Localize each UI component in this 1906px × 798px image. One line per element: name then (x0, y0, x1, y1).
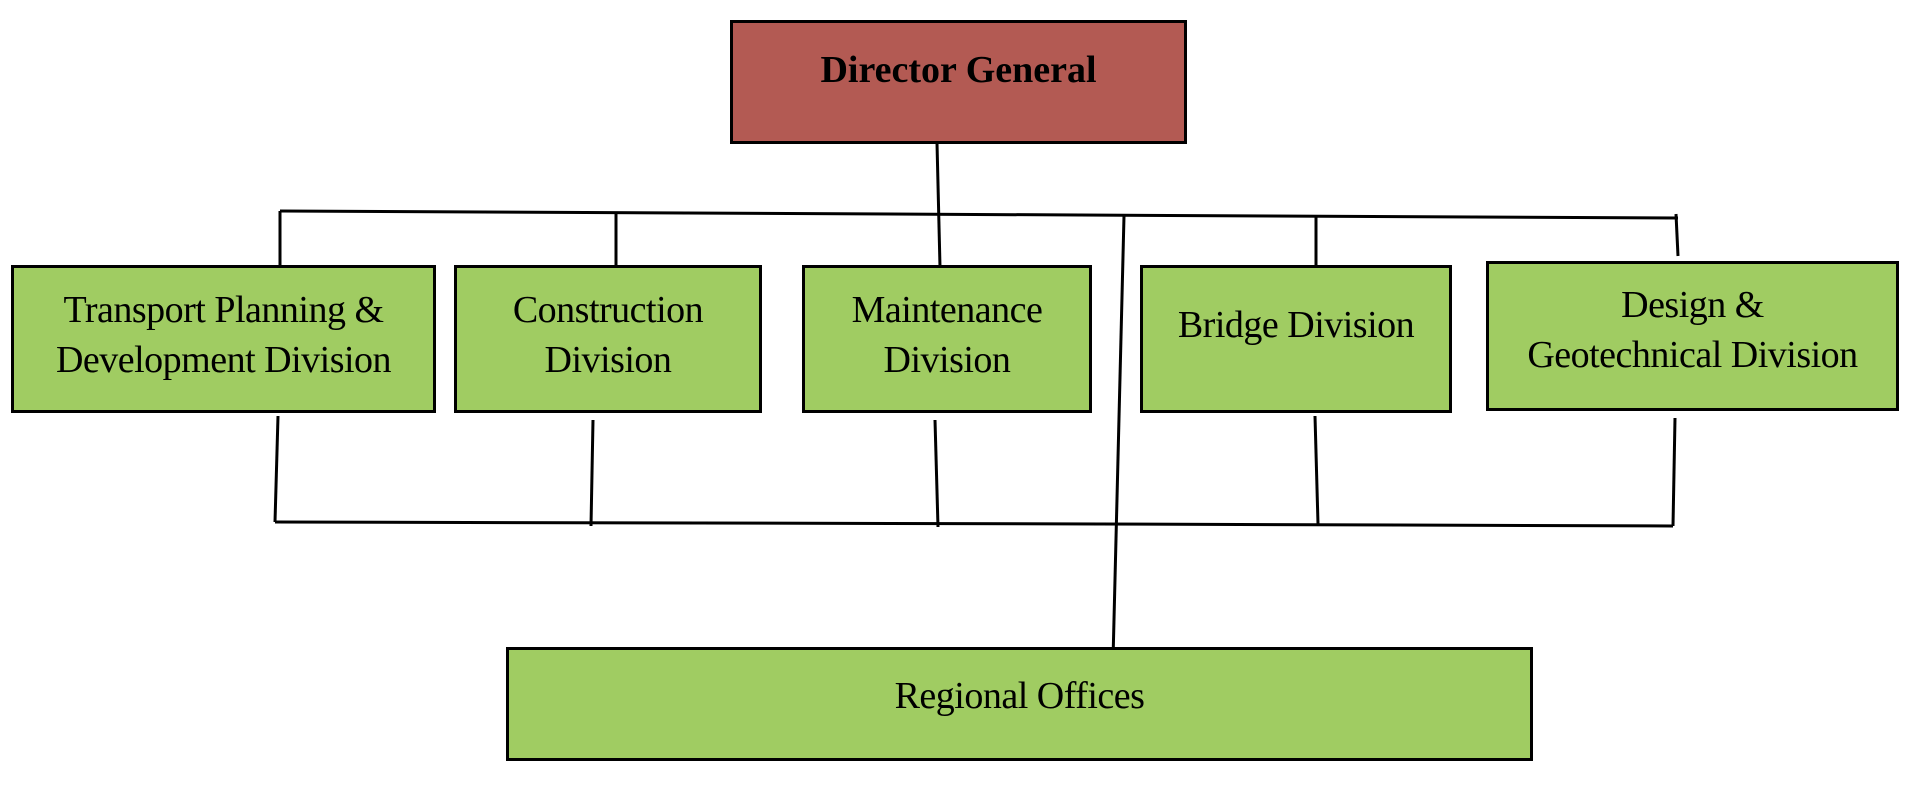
design-up-connector (1674, 213, 1680, 257)
node-label: Maintenance Division (851, 289, 1043, 381)
dg-down-connector (935, 142, 942, 268)
construction-down-connector (589, 419, 595, 527)
top-bus-line (279, 209, 1679, 220)
design-down-connector (1671, 417, 1677, 527)
node-label: Director General (820, 49, 1097, 91)
node-label: Bridge Division (1177, 304, 1415, 346)
node-regional-offices: Regional Offices (506, 647, 1533, 761)
node-label: Construction Division (512, 289, 704, 381)
node-label: Design & Geotechnical Division (1527, 284, 1858, 376)
bottom-bus-line (274, 520, 1674, 528)
node-maintenance: Maintenance Division (802, 265, 1092, 413)
regional-direct-connector (1111, 215, 1126, 661)
node-director-general: Director General (730, 20, 1187, 144)
node-design-geotechnical: Design & Geotechnical Division (1486, 261, 1899, 411)
node-transport-planning: Transport Planning & Development Divisio… (11, 265, 436, 413)
maintenance-down-connector (933, 419, 940, 528)
node-label: Transport Planning & Development Divisio… (55, 289, 392, 381)
transport-down-connector (273, 415, 280, 523)
node-label: Regional Offices (894, 675, 1145, 717)
node-construction: Construction Division (454, 265, 762, 413)
bridge-down-connector (1313, 415, 1320, 525)
node-bridge: Bridge Division (1140, 265, 1452, 413)
